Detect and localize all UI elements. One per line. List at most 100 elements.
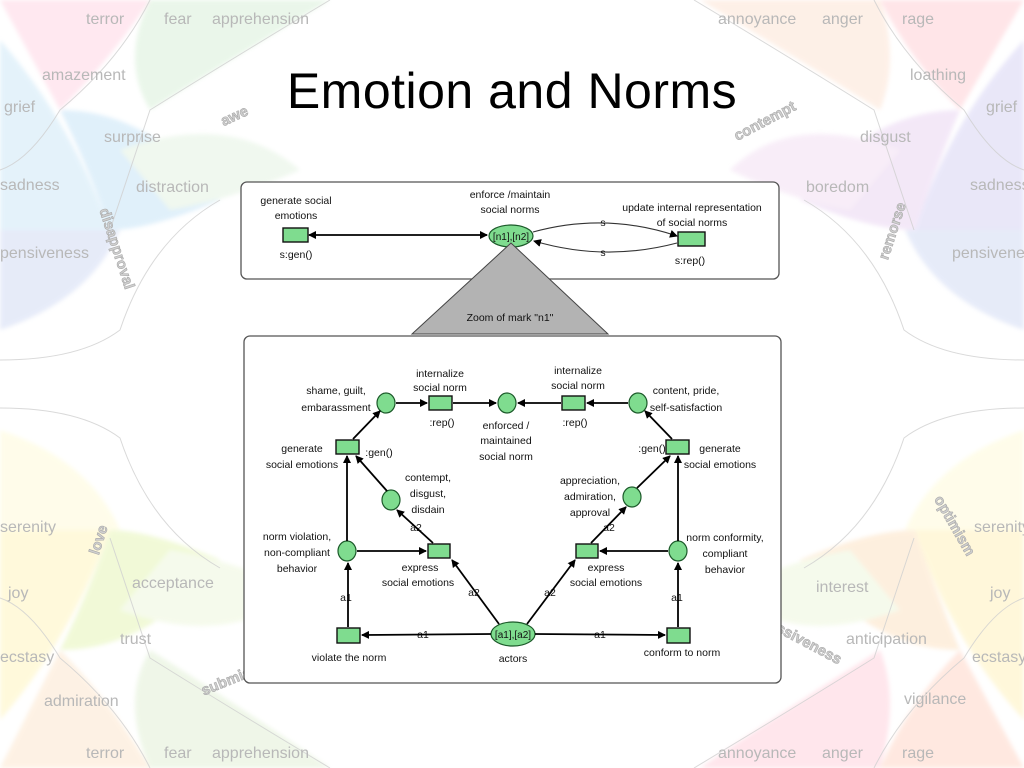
arc-gen-content [644, 410, 673, 440]
arc-express-appreciation [590, 506, 627, 544]
wheel-top-right [700, 0, 1024, 330]
transition-express-left [427, 543, 451, 559]
bg-word: amazement [42, 67, 126, 84]
violation-label: norm violation, [263, 531, 331, 543]
transition-rep [677, 231, 706, 247]
rep-right-label: :rep() [562, 417, 587, 429]
place-violation [337, 540, 357, 562]
appreciation-label: appreciation, [560, 475, 620, 487]
conformity-label: behavior [705, 564, 746, 576]
arc-actors-express-left [451, 559, 500, 625]
internalize-right-label: internalize [554, 365, 602, 377]
bg-word: annoyance [718, 745, 796, 762]
slide-title: Emotion and Norms [286, 63, 738, 119]
generate-social-label: generate social [260, 195, 331, 207]
bg-word: serenity [974, 519, 1024, 536]
internalize-right-label: social norm [551, 380, 605, 392]
bg-word: fear [164, 11, 192, 28]
contempt-label: contempt, [405, 472, 451, 484]
arc-gen-shame [352, 410, 381, 440]
gen-left-function: :gen() [365, 447, 392, 459]
bg-word: rage [902, 745, 934, 762]
content-label: self-satisfaction [650, 402, 723, 414]
arc-express-contempt [396, 509, 434, 544]
transition-express-right [575, 543, 599, 559]
zoom-label: Zoom of mark "n1" [467, 312, 554, 324]
bg-word: fear [164, 745, 192, 762]
place-conformity [668, 540, 688, 562]
express-left-label: express [402, 562, 439, 574]
gen-left-label: social emotions [266, 459, 338, 471]
place-contempt [381, 489, 401, 511]
arc-actors-express-right [526, 559, 576, 625]
transition-violate [336, 627, 361, 644]
bg-word: trust [120, 631, 152, 648]
bg-word: pensiveness [952, 245, 1024, 262]
arc-label-a1: a1 [340, 592, 352, 604]
gen-right-function: :gen() [638, 443, 665, 455]
enforced-label: maintained [480, 435, 532, 447]
enforced-label: social norm [479, 451, 533, 463]
bg-word: surprise [104, 129, 161, 146]
bg-word: terror [86, 745, 125, 762]
actors-marking: [a1],[a2] [495, 630, 531, 641]
actors-label: actors [499, 653, 528, 665]
bg-word: annoyance [718, 11, 796, 28]
arc-actors-violate [361, 630, 492, 639]
contempt-label: disdain [411, 504, 444, 516]
rep-function-label: s:rep() [675, 255, 705, 267]
bg-word: rage [902, 11, 934, 28]
transition-internalize-right [561, 395, 586, 411]
bg-word: joy [989, 585, 1010, 602]
conformity-label: norm conformity, [686, 532, 763, 544]
bg-word: sadness [0, 177, 60, 194]
contempt-label: disgust, [410, 488, 446, 500]
bg-word: grief [4, 99, 36, 116]
rep-left-label: :rep() [429, 417, 454, 429]
transition-gen [282, 227, 309, 243]
bottom-net-panel [243, 335, 782, 684]
place-shame [376, 392, 396, 414]
bg-word: distraction [136, 179, 209, 196]
bg-word: joy [7, 585, 28, 602]
place-appreciation [622, 486, 642, 508]
bg-word: anticipation [846, 631, 927, 648]
shame-label: embarassment [301, 402, 371, 414]
shame-label: shame, guilt, [306, 385, 366, 397]
gen-function-label: s:gen() [280, 249, 313, 261]
express-right-label: express [588, 562, 625, 574]
bg-word: boredom [806, 179, 869, 196]
violation-label: non-compliant [264, 547, 330, 559]
arc-label-s: s [600, 247, 605, 259]
bg-word: grief [986, 99, 1018, 116]
conformity-label: compliant [703, 548, 748, 560]
wheel-top-left [0, 0, 330, 330]
bg-word: loathing [910, 67, 966, 84]
express-right-label: social emotions [570, 577, 642, 589]
content-label: content, pride, [653, 385, 720, 397]
arc-contempt-gen [355, 455, 388, 492]
enforce-label: enforce /maintain [470, 189, 551, 201]
arc-actors-conform [534, 630, 666, 639]
gen-right-label: generate [699, 443, 741, 455]
appreciation-label: approval [570, 507, 610, 519]
bg-word: ecstasy [0, 649, 54, 666]
arc-norms-rep [532, 222, 678, 238]
bg-word: apprehension [212, 745, 309, 762]
conform-label: conform to norm [644, 647, 721, 659]
transition-conform [666, 627, 691, 644]
bg-word: ecstasy [972, 649, 1024, 666]
bg-word: admiration [44, 693, 119, 710]
arc-label-a2: a2 [603, 522, 615, 534]
generate-social-label: emotions [275, 210, 318, 222]
express-left-label: social emotions [382, 577, 454, 589]
violate-label: violate the norm [312, 652, 387, 664]
bg-word: anger [822, 11, 864, 28]
internalize-left-label: internalize [416, 368, 464, 380]
gen-right-label: social emotions [684, 459, 756, 471]
gen-left-label: generate [281, 443, 323, 455]
appreciation-label: admiration, [564, 491, 616, 503]
place-content [628, 392, 648, 414]
enforce-label: social norms [481, 204, 540, 216]
